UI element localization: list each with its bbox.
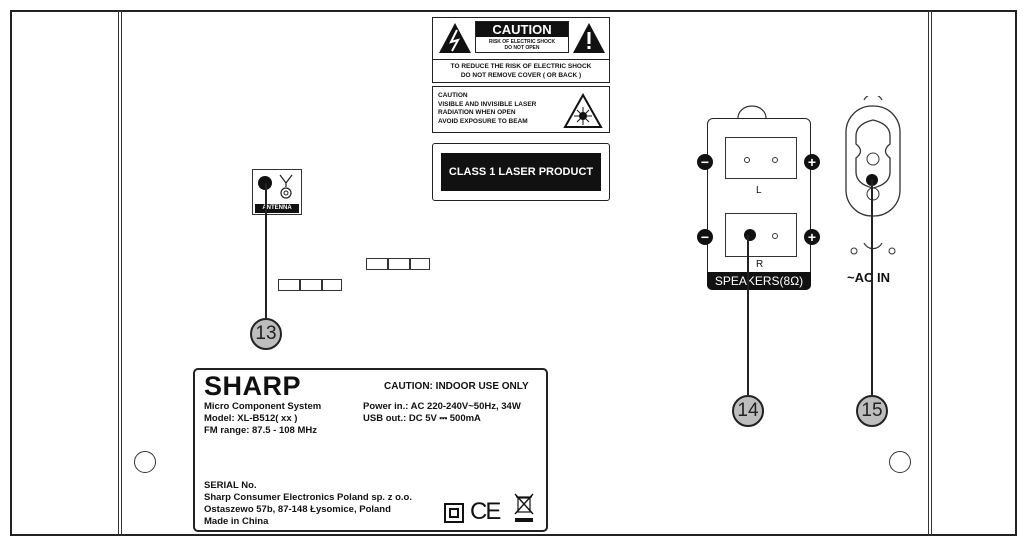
power-input: Power in.: AC 220-240V~50Hz, 34W — [363, 401, 521, 412]
callout-15-leader — [871, 180, 873, 395]
screw — [134, 451, 156, 473]
panel-edge-left-outer — [121, 10, 122, 536]
caution-sub2: DO NOT OPEN — [504, 45, 540, 51]
laser-line4: AVOID EXPOSURE TO BEAM — [438, 117, 528, 125]
rating-plate: SHARP CAUTION: INDOOR USE ONLY Micro Com… — [193, 368, 548, 532]
screw — [889, 451, 911, 473]
minus-terminal-icon: − — [697, 154, 713, 170]
laser-hazard-icon — [563, 93, 603, 128]
speaker-terminal-block: L R SPEAKERS(8Ω) — [707, 118, 811, 290]
vent-slot — [278, 279, 300, 291]
laser-line2: VISIBLE AND INVISIBLE LASER — [438, 100, 537, 108]
fm-range: FM range: 87.5 - 108 MHz — [204, 425, 317, 436]
speaker-right-label: R — [756, 259, 764, 270]
speaker-terminal-left — [725, 137, 797, 179]
callout-15: 15 — [856, 395, 888, 427]
class-laser-text: CLASS 1 LASER PRODUCT — [441, 153, 601, 191]
ce-mark-icon: CE — [470, 498, 501, 525]
caution-header-box: CAUTION RISK OF ELECTRIC SHOCK DO NOT OP… — [475, 21, 569, 53]
speaker-left-label: L — [756, 185, 762, 196]
laser-line1: CAUTION — [438, 92, 468, 99]
country-of-origin: Made in China — [204, 516, 269, 527]
usb-output: USB out.: DC 5V ⎓ 500mA — [363, 413, 481, 424]
callout-13: 13 — [250, 318, 282, 350]
panel-edge-right-inner — [928, 10, 929, 536]
vent-slot — [300, 279, 322, 291]
serial-number: SERIAL No. — [204, 480, 257, 491]
model-number: Model: XL-B512( xx ) — [204, 413, 298, 424]
ac-in-label: ~AC IN — [847, 270, 890, 285]
vent-slot — [322, 279, 342, 291]
antenna-jack-panel: ANTENNA — [252, 169, 302, 215]
callout-14: 14 — [732, 395, 764, 427]
brand-logo: SHARP — [204, 371, 302, 401]
panel-edge-left-inner — [118, 10, 119, 536]
lightning-warning-icon — [439, 23, 471, 53]
plus-terminal-icon: + — [804, 154, 820, 170]
address: Ostaszewo 57b, 87-148 Łysomice, Poland — [204, 504, 391, 515]
vent-slot — [366, 258, 388, 270]
speaker-callout-dot — [744, 229, 756, 241]
vent-slot — [388, 258, 410, 270]
plus-terminal-icon: + — [804, 229, 820, 245]
caution-header: CAUTION — [476, 22, 568, 37]
ac-inlet-socket — [845, 96, 901, 255]
product-name: Micro Component System — [204, 401, 322, 412]
electric-shock-caution-label: CAUTION RISK OF ELECTRIC SHOCK DO NOT OP… — [432, 17, 610, 83]
laser-caution-label: CAUTION VISIBLE AND INVISIBLE LASER RADI… — [432, 86, 610, 133]
vent-slot — [410, 258, 430, 270]
minus-terminal-icon: − — [697, 229, 713, 245]
manufacturer: Sharp Consumer Electronics Poland sp. z … — [204, 492, 412, 503]
caution-line2: DO NOT REMOVE COVER ( OR BACK ) — [460, 72, 582, 79]
exclamation-warning-icon — [573, 23, 605, 53]
callout-13-leader — [265, 183, 267, 318]
panel-edge-right-outer — [931, 10, 932, 536]
speaker-terminal-right — [725, 213, 797, 257]
antenna-label: ANTENNA — [255, 204, 299, 213]
class-laser-label: CLASS 1 LASER PRODUCT — [432, 143, 610, 201]
caution-sub1: RISK OF ELECTRIC SHOCK — [488, 39, 556, 45]
rear-panel — [10, 10, 1017, 536]
caution-line1: TO REDUCE THE RISK OF ELECTRIC SHOCK — [450, 63, 592, 70]
antenna-icon — [279, 174, 293, 199]
callout-14-leader — [747, 235, 749, 395]
speaker-mount-arc — [737, 105, 767, 119]
indoor-caution: CAUTION: INDOOR USE ONLY — [384, 381, 529, 392]
double-insulation-icon — [444, 503, 464, 523]
speakers-title: SPEAKERS(8Ω) — [707, 272, 811, 290]
laser-line3: RADIATION WHEN OPEN — [438, 109, 516, 116]
weee-bin-icon — [514, 493, 534, 522]
